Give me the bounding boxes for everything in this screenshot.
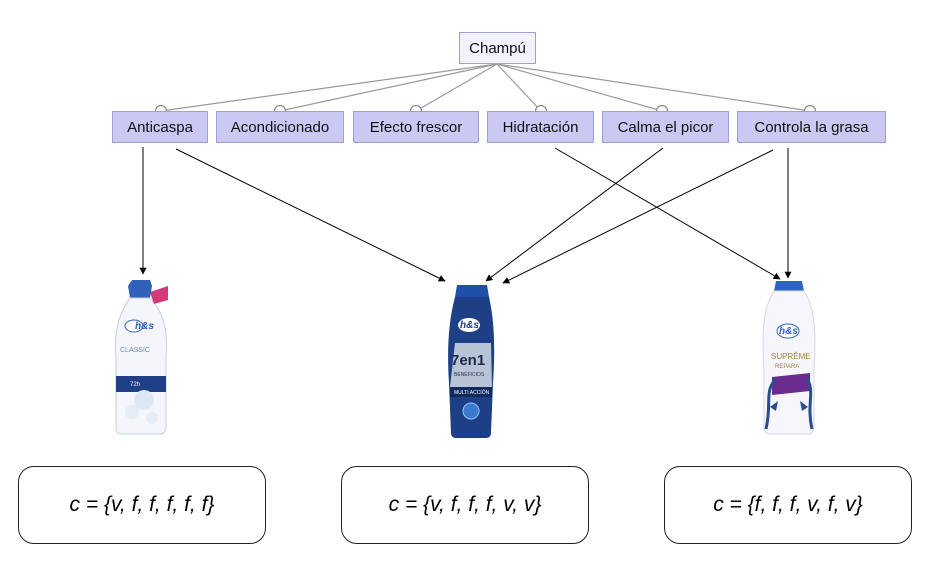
product-line: CLASSIC	[120, 347, 150, 354]
root-feature-node: Champú	[459, 32, 536, 64]
product-claim: 72h	[130, 382, 140, 388]
arrow-hidratacion-supreme	[554, 147, 781, 280]
feature-label: Acondicionado	[230, 118, 330, 136]
feature-label: Anticaspa	[127, 118, 193, 136]
root-label: Champú	[469, 39, 526, 57]
feature-label: Efecto frescor	[369, 118, 463, 136]
feature-node-efecto-frescor: Efecto frescor	[353, 111, 479, 143]
configuration-box-7en1: c = {v, f, f, f, v, v}	[341, 466, 589, 544]
shampoo-bottle-supreme-icon: h&s SUPRÊME REPARA	[762, 281, 816, 435]
feature-label: Hidratación	[502, 118, 579, 136]
shampoo-bottle-classic-icon: h&s CLASSIC 72h	[115, 280, 168, 435]
feature-label: Controla la grasa	[754, 118, 869, 136]
mapping-arrows	[139, 147, 792, 284]
feature-node-acondicionado: Acondicionado	[216, 111, 344, 143]
product-brand: h&s	[779, 326, 798, 337]
product-brand: h&s	[460, 320, 479, 331]
product-line: SUPRÊME	[771, 352, 811, 361]
configuration-text: c = {v, f, f, f, f, f}	[69, 493, 215, 516]
product-brand: h&s	[135, 321, 154, 332]
configuration-text: c = {v, f, f, f, v, v}	[388, 493, 542, 516]
product-sub: REPARA	[775, 364, 799, 370]
configuration-box-supreme: c = {f, f, f, v, f, v}	[664, 466, 912, 544]
arrow-grasa-7en1	[502, 149, 774, 284]
edge-efecto-frescor	[415, 63, 498, 112]
edge-controla-la-grasa	[496, 63, 811, 112]
arrow-anticaspa-7en1	[175, 148, 446, 282]
configuration-text: c = {f, f, f, v, f, v}	[713, 493, 863, 516]
feature-node-calma-el-picor: Calma el picor	[602, 111, 729, 143]
product-band-text: MULTI ACCIÓN	[454, 389, 490, 396]
product-line: 7en1	[451, 352, 485, 369]
edge-anticaspa	[160, 63, 498, 112]
product-sub: BENEFICIOS	[454, 372, 485, 378]
edge-acondicionado	[279, 63, 498, 112]
tree-edges	[160, 63, 811, 112]
feature-node-hidratacion: Hidratación	[487, 111, 594, 143]
feature-label: Calma el picor	[617, 118, 714, 136]
arrow-calma-7en1	[485, 147, 664, 282]
edge-hidratacion	[496, 63, 542, 112]
shampoo-bottle-7en1-icon: h&s 7en1 BENEFICIOS MULTI ACCIÓN	[448, 285, 495, 438]
configuration-box-classic: c = {v, f, f, f, f, f}	[18, 466, 266, 544]
edge-calma-el-picor	[496, 63, 663, 112]
feature-node-controla-la-grasa: Controla la grasa	[737, 111, 886, 143]
feature-node-anticaspa: Anticaspa	[112, 111, 208, 143]
